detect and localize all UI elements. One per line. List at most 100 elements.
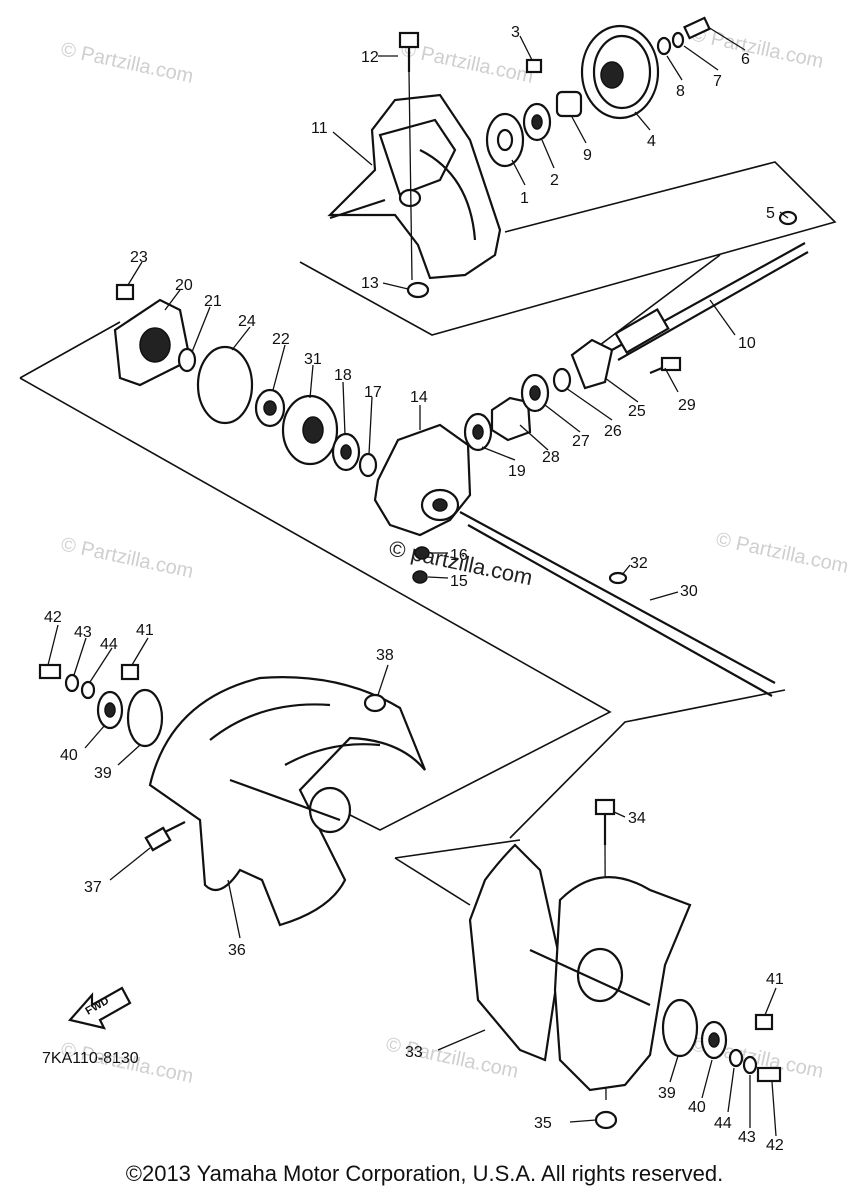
label-23: 23 <box>130 249 148 266</box>
washer-7 <box>671 31 685 49</box>
washer-8 <box>656 36 672 56</box>
label-10: 10 <box>738 335 756 352</box>
label-8: 8 <box>676 83 685 100</box>
label-1: 1 <box>520 190 529 207</box>
oil-seal-17 <box>358 452 378 478</box>
label-42: 42 <box>44 609 62 626</box>
bearing-2 <box>522 102 552 142</box>
washer-43-left <box>64 673 80 693</box>
housing-14 <box>373 423 472 537</box>
flange-1 <box>485 112 525 168</box>
oil-seal-26 <box>552 367 572 393</box>
label-43: 43 <box>74 624 92 641</box>
washer-44-left <box>80 680 96 700</box>
shaft-30 <box>459 511 776 697</box>
label-5: 5 <box>766 205 775 222</box>
pulley-4 <box>580 24 660 120</box>
assembly-frames <box>19 161 837 906</box>
label-39: 39 <box>94 765 112 782</box>
flange-39-right <box>661 998 699 1058</box>
label-33: 33 <box>405 1044 423 1061</box>
label-32: 32 <box>630 555 648 572</box>
copyright-notice: ©2013 Yamaha Motor Corporation, U.S.A. A… <box>125 1161 724 1186</box>
gear-case-11 <box>327 93 502 280</box>
label-42-right: 42 <box>766 1137 784 1154</box>
bolt-29 <box>649 356 682 375</box>
label-13: 13 <box>361 275 379 292</box>
label-44: 44 <box>100 636 118 653</box>
watermark: © Partzilla.com <box>399 38 535 88</box>
bolt-41-left <box>120 663 140 681</box>
label-16: 16 <box>450 547 468 564</box>
washer-43-right <box>742 1055 758 1075</box>
label-39-right: 39 <box>658 1085 676 1102</box>
bearing-19 <box>463 412 493 452</box>
label-6: 6 <box>741 51 750 68</box>
label-4: 4 <box>647 133 656 150</box>
bearing-40-left <box>96 690 124 730</box>
bolt-37 <box>144 821 186 852</box>
label-40: 40 <box>60 747 78 764</box>
bolt-42-right <box>756 1066 782 1083</box>
cover-28 <box>490 396 532 442</box>
drawing-code: 7KA110-8130 <box>42 1050 139 1067</box>
nut-35 <box>594 1110 618 1130</box>
label-19: 19 <box>508 463 526 480</box>
label-12: 12 <box>361 49 379 66</box>
bearing-18 <box>331 432 361 472</box>
watermark: © Partzilla.com <box>689 23 825 73</box>
label-28: 28 <box>542 449 560 466</box>
label-11: 11 <box>311 120 328 137</box>
label-2: 2 <box>550 172 559 189</box>
collar-9 <box>555 90 583 118</box>
label-30: 30 <box>680 583 698 600</box>
washer-44-right <box>728 1048 744 1068</box>
label-40-right: 40 <box>688 1099 706 1116</box>
bearing-22 <box>254 388 286 428</box>
label-35: 35 <box>534 1115 552 1132</box>
gear-31 <box>281 394 339 466</box>
cap-25 <box>570 338 614 390</box>
leader-lines <box>47 26 789 1137</box>
bolt-6 <box>683 16 711 40</box>
auger-36 <box>148 676 427 927</box>
label-7: 7 <box>713 73 722 90</box>
watermark: © Partzilla.com <box>59 533 195 583</box>
label-41-right: 41 <box>766 971 784 988</box>
label-29: 29 <box>678 397 696 414</box>
bearing-40-right <box>700 1020 728 1060</box>
gasket-24 <box>196 345 254 425</box>
flange-39-left <box>126 688 164 748</box>
label-31: 31 <box>304 351 322 368</box>
key-32 <box>608 571 628 585</box>
nut-13 <box>406 281 430 299</box>
shaft-10 <box>611 242 809 361</box>
bolt-41-right <box>754 1013 774 1031</box>
bolt-23 <box>115 283 135 301</box>
label-43-right: 43 <box>738 1129 756 1146</box>
label-17: 17 <box>364 384 382 401</box>
oil-seal-21 <box>177 347 197 373</box>
label-18: 18 <box>334 367 352 384</box>
bolt-12 <box>398 31 420 281</box>
label-25: 25 <box>628 403 646 420</box>
label-26: 26 <box>604 423 622 440</box>
label-34: 34 <box>628 810 646 827</box>
auger-33 <box>468 843 692 1092</box>
fwd-arrow: FWD <box>67 986 132 1030</box>
label-3: 3 <box>511 24 520 41</box>
bolt-42-left <box>38 663 62 680</box>
label-21: 21 <box>204 293 222 310</box>
label-41: 41 <box>136 622 154 639</box>
label-20: 20 <box>175 277 193 294</box>
label-44-right: 44 <box>714 1115 732 1132</box>
watermark: © Partzilla.com <box>59 38 195 88</box>
label-24: 24 <box>238 313 256 330</box>
nut-38 <box>363 693 387 713</box>
part-labels: 12 3 11 13 1 2 9 4 8 7 6 5 10 23 20 21 2… <box>44 24 784 1154</box>
plug-16 <box>414 546 430 560</box>
cover-20 <box>113 298 192 387</box>
label-37: 37 <box>84 879 102 896</box>
label-15: 15 <box>450 573 468 590</box>
